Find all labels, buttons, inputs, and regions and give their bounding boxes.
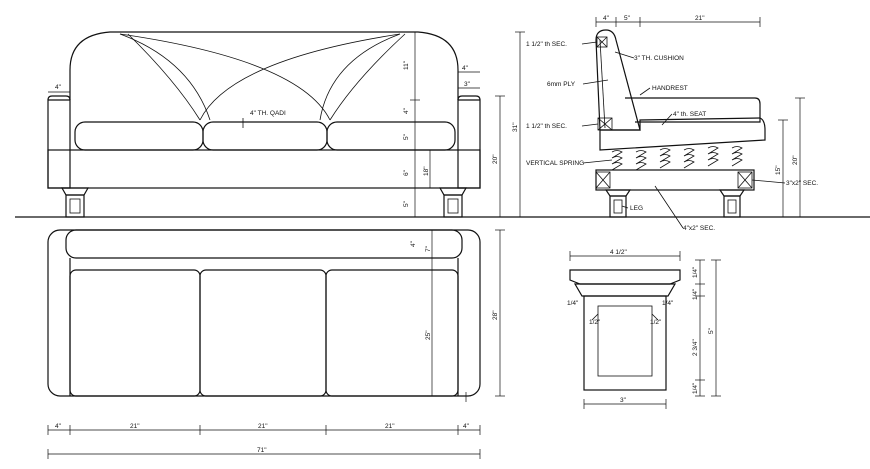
front-v-11: 11" <box>403 60 410 70</box>
front-v-18: 18" <box>423 166 430 176</box>
front-left-arm-dim: 4" <box>55 84 62 91</box>
plan-h-4b: 4" <box>463 423 470 430</box>
plan-h-4a: 4" <box>55 423 62 430</box>
vertical-springs <box>611 146 743 171</box>
leg-side-c: 1/2" <box>589 319 601 326</box>
front-right-arm-dim: 4" <box>462 65 469 72</box>
leg-v-2: 2 3/4" <box>692 339 699 356</box>
front-right-arm-dim-2: 3" <box>464 81 471 88</box>
side-v-20: 20" <box>792 155 799 165</box>
side-sec-mid-label: 1 1/2" th SEC. <box>526 123 567 130</box>
front-v-20: 20" <box>492 154 499 164</box>
leg-side-d: 1/2" <box>650 319 662 326</box>
front-v-5b: 5" <box>403 200 410 207</box>
plan-h-71: 71" <box>257 447 267 454</box>
plan-h-21c: 21" <box>385 423 395 430</box>
front-elevation: 4" TH. QADI 4" 4" 3" 11" 4" 5" 6" 18" 5"… <box>47 31 525 218</box>
leg-v-5: 5" <box>708 327 715 334</box>
leg-v-3: 1/4" <box>692 382 699 394</box>
side-v-15: 15" <box>775 165 782 175</box>
plan-v-7: 7" <box>425 245 432 252</box>
leg-bottom-dim: 3" <box>620 397 627 404</box>
leg-top-dim: 4 1/2" <box>610 249 627 256</box>
side-ply-label: 6mm PLY <box>547 81 576 88</box>
plan-v-25: 25" <box>425 330 432 340</box>
plan-v-4: 4" <box>410 240 417 247</box>
front-v-4: 4" <box>403 107 410 114</box>
side-leg-label: LEG <box>630 205 643 212</box>
front-v-31: 31" <box>512 122 519 132</box>
front-v-6: 6" <box>403 169 410 176</box>
leg-v-1a: 1/4" <box>692 266 699 278</box>
plan-v-28: 28" <box>492 310 499 320</box>
leg-detail: 4 1/2" 1/4" 1/4" 1/2" 1/2" 3" 1/4" 1/4" … <box>567 249 721 409</box>
side-sec-right-label: 3"x2" SEC. <box>786 180 818 187</box>
side-handrest-label: HANDREST <box>652 85 688 92</box>
side-cushion-label: 3" TH. CUSHION <box>634 55 684 62</box>
side-spring-label: VERTICAL SPRING <box>526 160 584 167</box>
side-sec-top-label: 1 1/2" th SEC. <box>526 41 567 48</box>
side-top-5: 5" <box>624 15 631 22</box>
side-elevation: 4" 5" 21" <box>526 15 818 232</box>
side-top-4: 4" <box>603 15 610 22</box>
front-qadi-label: 4" TH. QADI <box>250 110 286 117</box>
side-sec-bottom-label: 4"x2" SEC. <box>683 225 715 232</box>
leg-side-b: 1/4" <box>662 300 674 307</box>
front-v-5a: 5" <box>403 133 410 140</box>
side-seat-label: 4" th. SEAT <box>673 111 706 118</box>
side-top-21: 21" <box>695 15 705 22</box>
leg-v-1b: 1/4" <box>692 288 699 300</box>
leg-side-a: 1/4" <box>567 300 579 307</box>
plan-view: 4" 7" 25" 28" 4" 21" 21" 21" 4" 71" <box>47 229 505 459</box>
plan-h-21a: 21" <box>130 423 140 430</box>
plan-h-21b: 21" <box>258 423 268 430</box>
